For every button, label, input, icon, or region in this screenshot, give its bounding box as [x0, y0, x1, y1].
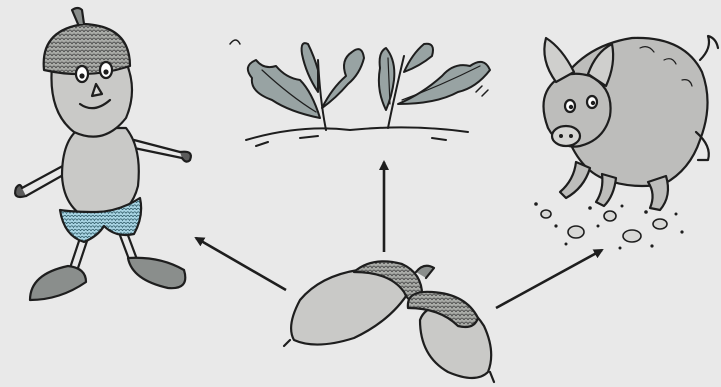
seedling-stem-left — [318, 60, 326, 130]
boar-snout — [552, 126, 580, 146]
seedling-leaf-6 — [404, 44, 433, 72]
arrow-to-boar — [496, 250, 602, 308]
boar-tail — [700, 36, 718, 60]
seedling-leaf-4 — [379, 48, 394, 110]
figure-shoe-left — [30, 266, 86, 300]
boar-leg-front — [560, 162, 590, 198]
arrow-to-figure — [196, 238, 286, 290]
boar-ear-left — [544, 38, 574, 82]
figure-cap — [44, 24, 130, 74]
ground-acorns — [541, 210, 667, 242]
acorn-figure — [15, 8, 191, 300]
acorn-pair — [284, 261, 494, 382]
boar-leg-back — [648, 176, 668, 210]
wild-boar — [534, 36, 718, 250]
oak-seedling — [230, 40, 490, 146]
seedling-leaf-3 — [322, 49, 364, 108]
figure-arm-right — [134, 140, 182, 158]
figure-shoe-right — [128, 258, 185, 288]
